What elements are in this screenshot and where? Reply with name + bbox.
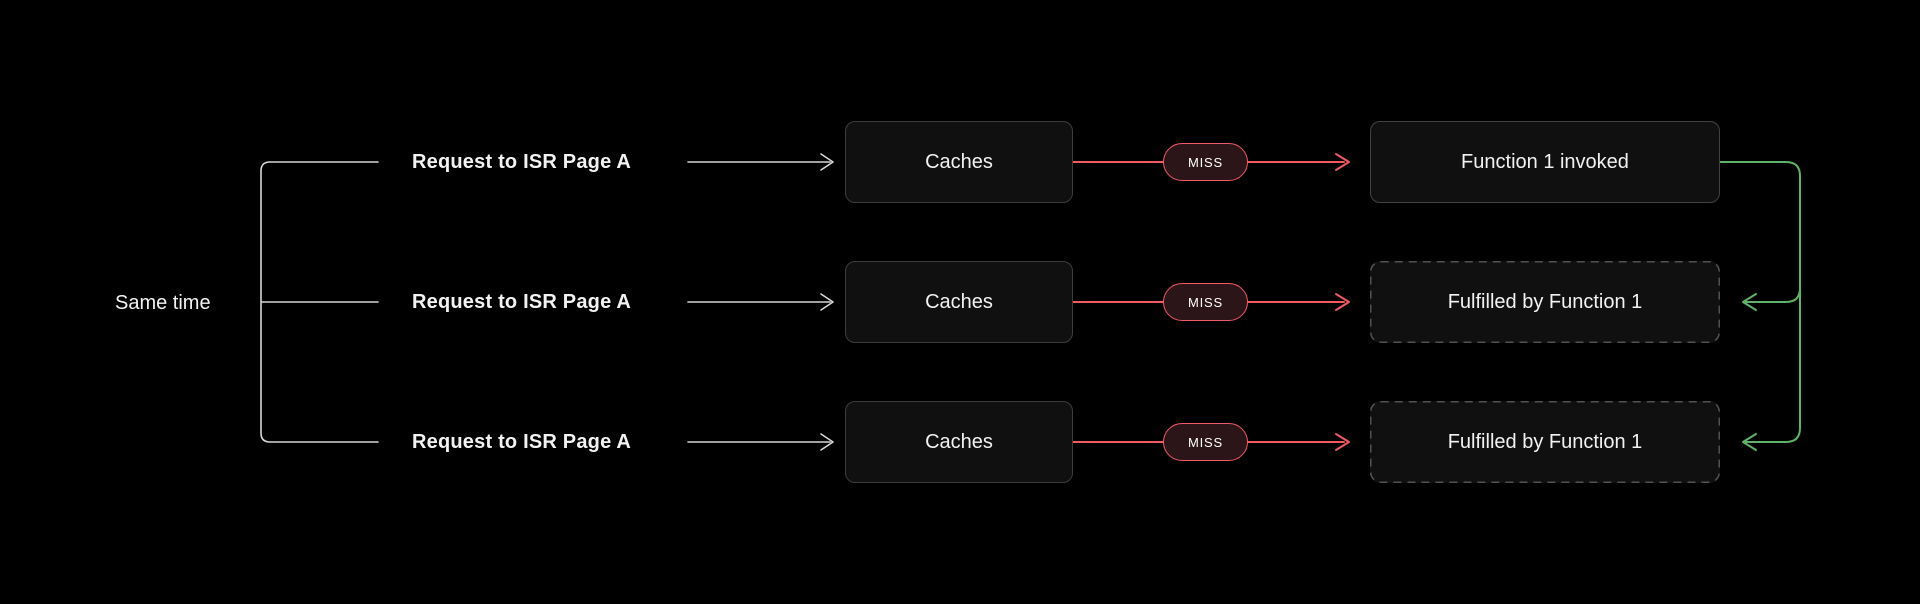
fulfilled-box: Fulfilled by Function 1 (1370, 401, 1720, 483)
caches-box: Caches (845, 121, 1073, 203)
request-label: Request to ISR Page A (412, 291, 632, 313)
fulfilled-label: Fulfilled by Function 1 (1447, 430, 1643, 453)
arrow-right-icon (1335, 153, 1350, 171)
fulfilled-label: Fulfilled by Function 1 (1447, 290, 1643, 313)
miss-badge: MISS (1163, 283, 1248, 321)
same-time-bracket-line (260, 161, 379, 443)
request-label: Request to ISR Page A (412, 431, 632, 453)
arrow-right-icon (820, 433, 834, 451)
function-invoked-box: Function 1 invoked (1370, 121, 1720, 203)
fulfillment-branch-line (1745, 287, 1801, 303)
arrow-left-icon (1742, 293, 1757, 311)
function-invoked-label: Function 1 invoked (1461, 150, 1629, 173)
miss-badge-label: MISS (1188, 154, 1223, 170)
fulfillment-connector-line (1719, 161, 1801, 443)
caches-box-label: Caches (925, 150, 993, 173)
caches-box: Caches (845, 261, 1073, 343)
caches-box-label: Caches (925, 290, 993, 313)
request-label: Request to ISR Page A (412, 151, 632, 173)
miss-badge: MISS (1163, 423, 1248, 461)
caches-box-label: Caches (925, 430, 993, 453)
fulfilled-box: Fulfilled by Function 1 (1370, 261, 1720, 343)
same-time-label: Same time (115, 292, 211, 314)
arrow-right-icon (1335, 433, 1350, 451)
miss-badge: MISS (1163, 143, 1248, 181)
arrow-right-icon (820, 293, 834, 311)
miss-badge-label: MISS (1188, 294, 1223, 310)
arrow-left-icon (1742, 433, 1757, 451)
arrow-right-icon (820, 153, 834, 171)
caches-box: Caches (845, 401, 1073, 483)
miss-badge-label: MISS (1188, 434, 1223, 450)
arrow-right-icon (1335, 293, 1350, 311)
